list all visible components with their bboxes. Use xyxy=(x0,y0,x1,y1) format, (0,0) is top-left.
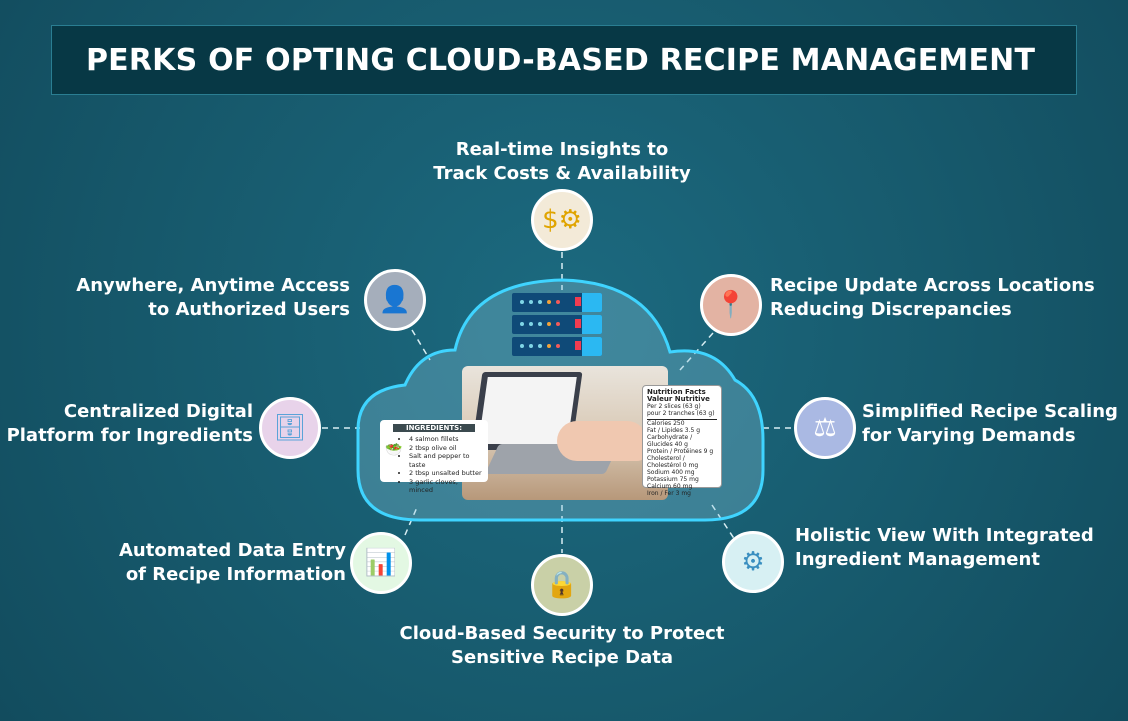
nutrition-row: Protein / Protéines 9 g xyxy=(647,448,714,455)
server-rack xyxy=(512,337,602,356)
connector-holistic xyxy=(711,504,736,541)
ingredient-item: 2 tbsp olive oil xyxy=(409,444,483,453)
hands xyxy=(557,421,647,461)
ingredient-item: Salt and pepper to taste xyxy=(409,452,483,469)
salad-bowl-icon: 🥗 xyxy=(385,442,403,458)
nutrition-row: Calories 250 xyxy=(647,420,685,427)
ingredients-card: INGREDIENTS: 🥗 4 salmon fillets 2 tbsp o… xyxy=(380,420,488,494)
serving-size-fr: pour 2 tranches (63 g) xyxy=(647,410,715,417)
location-pin-cloche-icon: 📍 xyxy=(700,274,762,336)
cheese-scale-icon: ⚖ xyxy=(794,397,856,459)
folder-lock-icon: 🔒 xyxy=(531,554,593,616)
nutrition-row: Carbohydrate / Glucides 40 g xyxy=(647,434,693,448)
nutrition-row: Sodium 400 mg xyxy=(647,469,695,476)
database-network-icon: 🗄 xyxy=(259,397,321,459)
serving-size: Per 2 slices (63 g) xyxy=(647,403,701,410)
server-rack xyxy=(512,293,602,312)
nutrition-row: Iron / Fer 3 mg xyxy=(647,490,691,497)
nutrition-title: Nutrition Facts xyxy=(647,388,706,396)
nutrition-row: Potassium 75 mg xyxy=(647,476,699,483)
ingredients-heading: INGREDIENTS: xyxy=(393,424,475,432)
page-title: PERKS OF OPTING CLOUD-BASED RECIPE MANAG… xyxy=(51,25,1077,95)
server-rack xyxy=(512,315,602,334)
ingredient-item: 3 garlic cloves, minced xyxy=(409,478,483,495)
monitor-chart-gear-icon: 📊 xyxy=(350,532,412,594)
laptop-photo xyxy=(462,366,668,500)
coins-gear-clock-icon: $⚙ xyxy=(531,189,593,251)
nutrition-row: Cholesterol / Cholestérol 0 mg xyxy=(647,455,699,469)
ingredient-item: 2 tbsp unsalted butter xyxy=(409,469,483,478)
nutrition-facts-card: Nutrition Facts Valeur Nutritive Per 2 s… xyxy=(642,385,722,497)
connector-users xyxy=(411,329,431,361)
nutrition-title-fr: Valeur Nutritive xyxy=(647,395,710,403)
ingredient-item: 4 salmon fillets xyxy=(409,435,483,444)
nutrition-row: Fat / Lipides 3.5 g xyxy=(647,427,701,434)
user-lock-icon: 👤 xyxy=(364,269,426,331)
nutrition-row: Calcium 60 mg xyxy=(647,483,693,490)
gear-network-icon: ⚙ xyxy=(722,531,784,593)
